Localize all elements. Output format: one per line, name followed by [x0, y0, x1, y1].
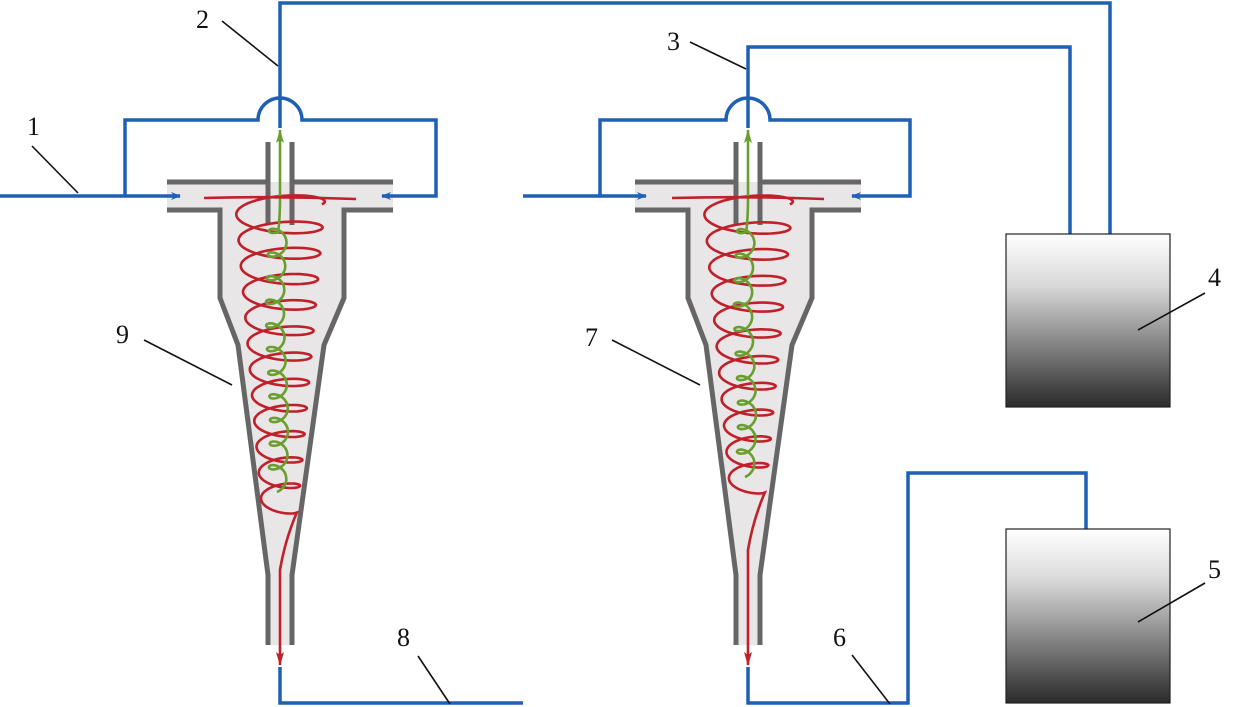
vortex-finder	[733, 142, 763, 225]
overflow-spiral	[264, 129, 290, 494]
tank-4	[1005, 233, 1171, 408]
leader-7	[611, 339, 701, 386]
label-1: 1	[27, 112, 40, 141]
underflow-spiral	[703, 194, 795, 666]
leader-2	[221, 20, 279, 67]
cyclone-wall-right	[757, 207, 861, 645]
tank-5	[1005, 528, 1171, 704]
underflow-pipe-6	[746, 471, 1090, 705]
label-8: 8	[397, 623, 410, 652]
cyclone-body	[167, 182, 393, 645]
hydrocyclone-1	[167, 129, 393, 666]
cyclone-wall-right	[289, 207, 393, 645]
overflow-pipe-3	[746, 45, 1074, 297]
hydrocyclone-2	[635, 129, 861, 666]
overflow-pipe-1	[278, 1, 1114, 297]
label-7: 7	[585, 323, 598, 352]
label-3: 3	[667, 27, 680, 56]
underflow-pipe-8	[278, 667, 523, 705]
leader-5	[1137, 582, 1206, 623]
label-6: 6	[833, 623, 846, 652]
vortex-finder	[265, 142, 295, 225]
label-4: 4	[1208, 263, 1221, 292]
feed-swirl-line	[671, 195, 825, 201]
leader-4	[1137, 292, 1206, 331]
feed-swirl-line	[203, 195, 357, 201]
label-9: 9	[116, 320, 129, 349]
leader-6	[851, 654, 891, 705]
leader-8	[417, 655, 451, 705]
leader-9	[143, 339, 233, 386]
cyclone-wall-left	[635, 207, 739, 645]
underflow-spiral	[234, 194, 327, 666]
feed-loop-1	[123, 96, 438, 200]
label-5: 5	[1208, 555, 1221, 584]
feed-loop-2	[598, 96, 912, 200]
leader-3	[689, 41, 747, 70]
overflow-spiral	[732, 129, 758, 479]
label-2: 2	[196, 5, 209, 34]
cyclone-wall-left	[167, 207, 271, 645]
leader-1	[31, 145, 79, 194]
